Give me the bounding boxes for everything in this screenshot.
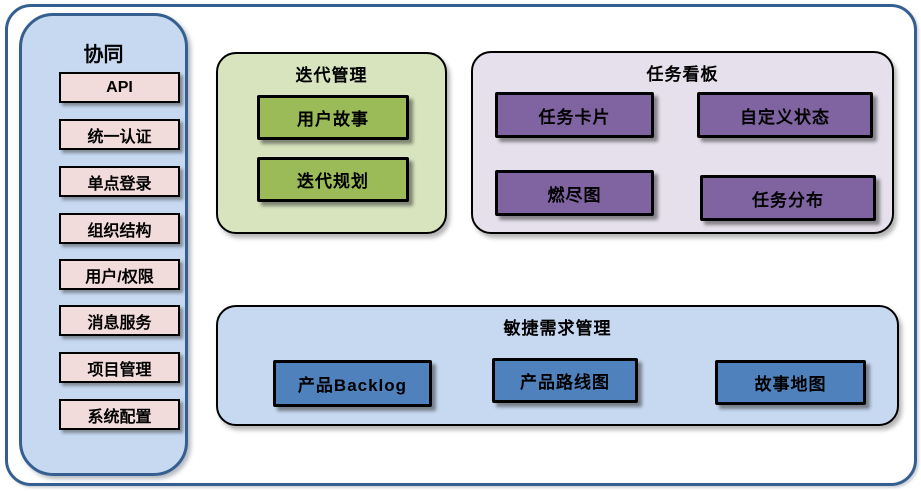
sidebar-item-org-structure: 组织结构 [59,213,180,244]
node-product-roadmap: 产品路线图 [492,358,638,403]
node-product-backlog: 产品Backlog [273,360,432,407]
sidebar-collaboration: 协同 API 统一认证 单点登录 组织结构 用户/权限 消息服务 项目管理 系统… [19,13,188,476]
node-task-card: 任务卡片 [495,92,654,138]
node-story-map: 故事地图 [715,360,866,405]
sidebar-item-api: API [59,72,180,103]
sidebar-item-message-service: 消息服务 [59,305,180,336]
group-taskboard-title: 任务看板 [646,65,719,84]
sidebar-item-system-config: 系统配置 [59,399,180,430]
group-iteration-title: 迭代管理 [295,66,368,85]
node-task-distribution: 任务分布 [700,175,876,221]
outer-frame: 协同 API 统一认证 单点登录 组织结构 用户/权限 消息服务 项目管理 系统… [5,4,917,486]
node-user-story: 用户故事 [257,95,409,140]
sidebar-title: 协同 [83,44,124,66]
node-burndown-chart: 燃尽图 [495,170,654,216]
sidebar-item-project-management: 项目管理 [59,352,180,383]
group-task-board: 任务看板 任务卡片 自定义状态 燃尽图 任务分布 [471,51,894,234]
node-custom-status: 自定义状态 [697,92,873,138]
node-iteration-planning: 迭代规划 [257,157,409,202]
sidebar-item-unified-auth: 统一认证 [59,119,180,150]
sidebar-item-user-permissions: 用户/权限 [59,259,180,290]
group-agile-requirements: 敏捷需求管理 产品Backlog 产品路线图 故事地图 [216,305,899,426]
group-agile-title: 敏捷需求管理 [503,319,612,338]
group-iteration-management: 迭代管理 用户故事 迭代规划 [216,52,447,234]
sidebar-item-sso: 单点登录 [59,166,180,197]
